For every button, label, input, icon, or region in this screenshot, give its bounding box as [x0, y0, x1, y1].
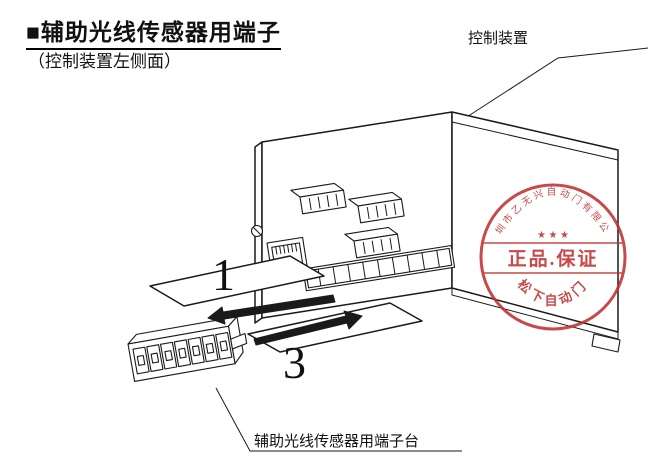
box-front-face — [261, 111, 453, 319]
device-label: 控制装置 — [468, 31, 529, 47]
box-foot — [591, 333, 621, 353]
box-base-flange — [451, 288, 619, 340]
page-title: ■辅助光线传感器用端子 — [26, 13, 281, 50]
page-subtitle: （控制装置左侧面） — [28, 52, 181, 71]
arrow-step3-insert — [253, 310, 363, 346]
device-leader-line — [455, 47, 649, 125]
screw — [250, 224, 264, 238]
dip-block-3 — [344, 226, 401, 259]
dip-block-2 — [348, 191, 405, 224]
slide-plate-upper — [149, 255, 325, 307]
terminal-connector-block — [127, 316, 248, 382]
terminal-leader-line — [215, 387, 462, 452]
stamp-stars: ★ ★ ★ — [537, 230, 569, 241]
stamp-circle — [479, 183, 627, 331]
step-number-3: 3 — [283, 337, 306, 388]
arrow-step1-remove — [207, 294, 336, 325]
dip-block-1 — [290, 182, 347, 215]
terminal-block-label: 辅助光线传感器用端子台 — [254, 434, 420, 450]
box-lid-seam — [451, 121, 619, 161]
step-number-1: 1 — [212, 249, 235, 300]
slide-plate-lower — [247, 302, 423, 353]
stamp-center-text: 正品.保证 — [508, 247, 599, 270]
